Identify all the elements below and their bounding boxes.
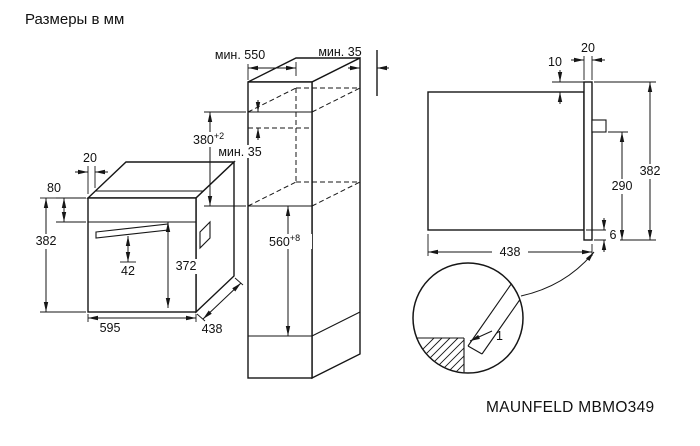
dim-label-80: 80 [47, 181, 61, 195]
dim-label-20-side: 20 [581, 41, 595, 55]
dim-shelf-gap: мин. 35 [213, 100, 267, 159]
dim-niche-height: 380+2 [188, 111, 246, 207]
dim-label-290: 290 [612, 179, 633, 193]
detail-circle [412, 262, 524, 374]
dim-label-min550: мин. 550 [215, 48, 265, 62]
dim-label-42: 42 [121, 264, 135, 278]
frame-strip-outer [481, 287, 523, 355]
page-title: Размеры в мм [25, 11, 124, 28]
dim-label-382: 382 [36, 234, 57, 248]
dim-bottom-overlap: 6 [586, 218, 620, 252]
dim-rear-gap: мин. 35 [318, 45, 389, 71]
dim-niche-width: 560+8 [266, 206, 312, 336]
dim-label-min35-top: мин. 35 [318, 45, 361, 59]
oven-front-face [87, 197, 197, 313]
dim-frame-depth: 20 [571, 41, 605, 80]
dim-label-560: 560+8 [269, 233, 300, 249]
dim-label-min35-inner: мин. 35 [218, 145, 261, 159]
dim-label-6: 6 [610, 228, 617, 242]
dim-oven-handle: 42 [120, 236, 136, 278]
oven-isometric-view: 20 80 382 42 372 [31, 151, 244, 336]
dim-top-overlap: 10 [548, 55, 584, 104]
gap-leader [469, 330, 493, 342]
dim-label-20: 20 [83, 151, 97, 165]
model-label: MAUNFELD MBMO349 [486, 399, 654, 416]
side-section-view: 20 10 382 290 438 [427, 41, 665, 260]
frame-strip-end [467, 345, 483, 355]
cabinet-base-edge-side [311, 311, 361, 337]
frame-strip-inner [467, 279, 515, 347]
dim-oven-depth: 438 [196, 277, 244, 336]
dim-oven-door-height: 372 [165, 222, 202, 308]
dim-label-438-side: 438 [500, 245, 521, 259]
oven-side-bracket [199, 220, 211, 250]
cabinet-right-face [311, 56, 361, 380]
dim-label-380: 380+2 [193, 131, 224, 147]
cabinet-column-view: мин. 550 мин. 35 380+2 мин. 35 560+8 [188, 45, 389, 380]
dim-oven-top-edge: 20 [75, 151, 108, 194]
callout-arrow [520, 251, 595, 297]
hatch-lines [413, 338, 464, 373]
dim-label-595: 595 [100, 321, 121, 335]
mounting-hook [591, 119, 607, 133]
dim-cabinet-depth: мин. 550 [215, 48, 297, 80]
dim-label-10: 10 [548, 55, 562, 69]
cabinet-front-face [247, 81, 313, 379]
dim-oven-top-section: 80 [47, 181, 86, 223]
dim-body-depth: 438 [427, 234, 593, 260]
oven-body-section [427, 91, 585, 231]
dim-oven-height: 382 [31, 197, 86, 313]
dim-label-438-oven: 438 [202, 322, 223, 336]
dim-label-382-side: 382 [640, 164, 661, 178]
dim-label-372: 372 [176, 259, 197, 273]
dim-front-height: 382 [594, 81, 665, 241]
dim-label-1: 1 [496, 329, 503, 343]
dim-lower-height: 290 [608, 131, 636, 240]
dim-oven-width: 595 [87, 314, 197, 335]
detail-callout: 1 [412, 251, 595, 374]
front-frame-section [583, 81, 593, 241]
